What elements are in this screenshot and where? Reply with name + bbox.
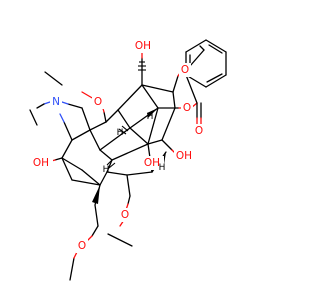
stereo-hydrogen-3-label: H (103, 165, 110, 175)
carbon-skeleton (29, 39, 227, 281)
stereo-hydrogen-1-label: H (147, 112, 154, 122)
methoxy-left-oxygen-label: O (94, 96, 102, 108)
stereo-hydrogen-2-label: H (117, 128, 124, 138)
stereo-bonds (92, 61, 166, 204)
atom-labels: OH O O O OH OH O N OH O O H H H H (31, 39, 205, 253)
hydroxyl-left-label: OH (33, 157, 49, 169)
hydroxyl-right-lower-label: OH (144, 157, 160, 169)
stereo-hydrogen-4-label: H (159, 163, 166, 173)
hydroxyl-right-upper-label: OH (176, 150, 192, 162)
ester-oxygen-label: O (183, 102, 191, 114)
amine-nitrogen-label: N (52, 96, 60, 108)
methoxymethyl-oxygen-label: O (78, 240, 86, 252)
methoxy-bottom-oxygen-label: O (121, 209, 129, 221)
hydroxyl-top-label: OH (135, 40, 151, 52)
methoxy-top-oxygen-label: O (181, 64, 189, 76)
carbonyl-oxygen-label: O (195, 125, 203, 137)
aconitine-structure-diagram: OH O O O OH OH O N OH O O H H H H (29, 39, 227, 281)
